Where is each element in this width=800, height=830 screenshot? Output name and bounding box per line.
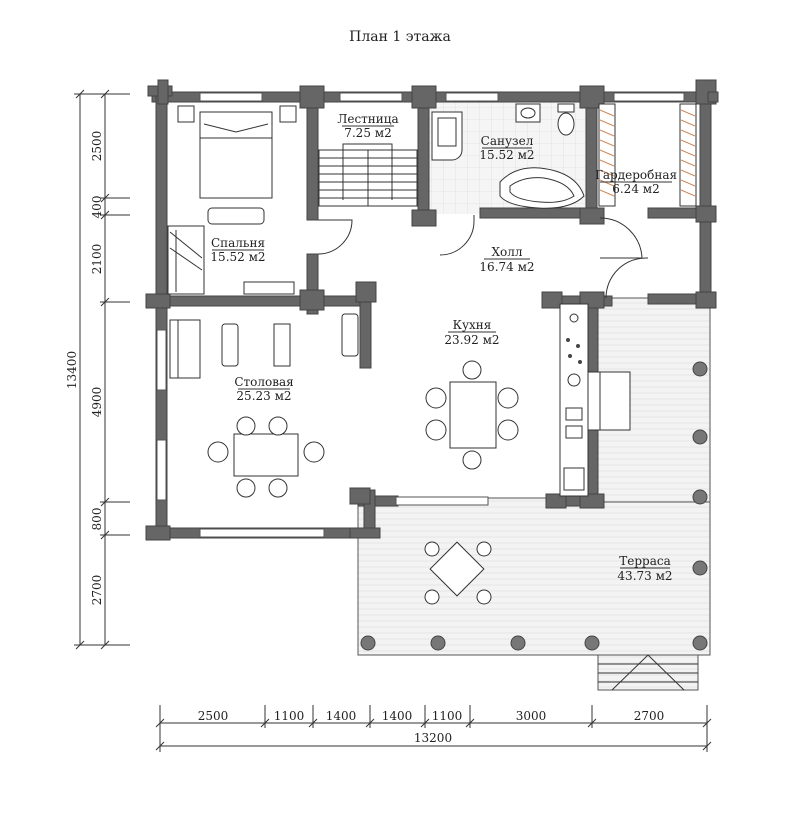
plan-title: План 1 этажа bbox=[349, 29, 451, 45]
dim-bottom-seg-5: 1100 bbox=[432, 709, 463, 723]
hall-label: Холл bbox=[491, 245, 522, 259]
stair-label: Лестница bbox=[337, 112, 398, 126]
doors bbox=[317, 215, 649, 299]
kitchen-label: Кухня bbox=[453, 318, 492, 332]
bedroom-area: 15.52 м2 bbox=[210, 250, 265, 264]
dimension-left: 13400 2500 400 2100 4900 800 2700 bbox=[65, 89, 130, 650]
dim-left-seg-1: 2500 bbox=[90, 131, 104, 162]
staircase bbox=[318, 143, 418, 207]
dim-left-seg-5: 800 bbox=[90, 508, 104, 531]
terrace-area: 43.73 м2 bbox=[617, 569, 672, 583]
wardrobe-shelving bbox=[598, 103, 697, 207]
dim-left-seg-3: 2100 bbox=[90, 244, 104, 275]
dim-bottom-seg-6: 3000 bbox=[516, 709, 547, 723]
wardrobe-label: Гардеробная bbox=[595, 168, 677, 182]
hall-area: 16.74 м2 bbox=[479, 260, 534, 274]
wardrobe-area: 6.24 м2 bbox=[612, 182, 660, 196]
log-corners bbox=[145, 79, 719, 541]
dining-area: 25.23 м2 bbox=[236, 389, 291, 403]
dim-left-seg-4: 4900 bbox=[90, 387, 104, 418]
dim-bottom-seg-1: 2500 bbox=[198, 709, 229, 723]
bedroom-furniture bbox=[167, 105, 297, 295]
terrace-label: Терраса bbox=[619, 554, 671, 568]
dim-left-seg-2: 400 bbox=[90, 196, 104, 219]
dim-bottom-seg-3: 1400 bbox=[326, 709, 357, 723]
terrace-furniture bbox=[424, 541, 492, 605]
kitchen-furniture bbox=[425, 303, 631, 497]
dim-bottom-seg-7: 2700 bbox=[634, 709, 665, 723]
windows bbox=[156, 92, 685, 538]
kitchen-area: 23.92 м2 bbox=[444, 333, 499, 347]
bath-label: Санузел bbox=[481, 134, 534, 148]
dimension-bottom: 2500 1100 1400 1400 1100 3000 2700 13200 bbox=[155, 705, 712, 752]
dim-bottom-total: 13200 bbox=[414, 731, 452, 745]
dining-furniture bbox=[169, 313, 359, 498]
stair-area: 7.25 м2 bbox=[344, 126, 392, 140]
bath-area: 15.52 м2 bbox=[479, 148, 534, 162]
terrace-deck bbox=[357, 297, 711, 691]
terrace-posts bbox=[360, 361, 708, 651]
dim-left-total: 13400 bbox=[65, 351, 79, 389]
bathroom-fixtures bbox=[431, 103, 585, 209]
dim-left-seg-6: 2700 bbox=[90, 575, 104, 606]
dim-bottom-seg-4: 1400 bbox=[382, 709, 413, 723]
bedroom-label: Спальня bbox=[211, 236, 265, 250]
dim-bottom-seg-2: 1100 bbox=[274, 709, 305, 723]
room-labels: Лестница 7.25 м2 Санузел 15.52 м2 Гардер… bbox=[210, 112, 677, 583]
dining-label: Столовая bbox=[234, 375, 293, 389]
